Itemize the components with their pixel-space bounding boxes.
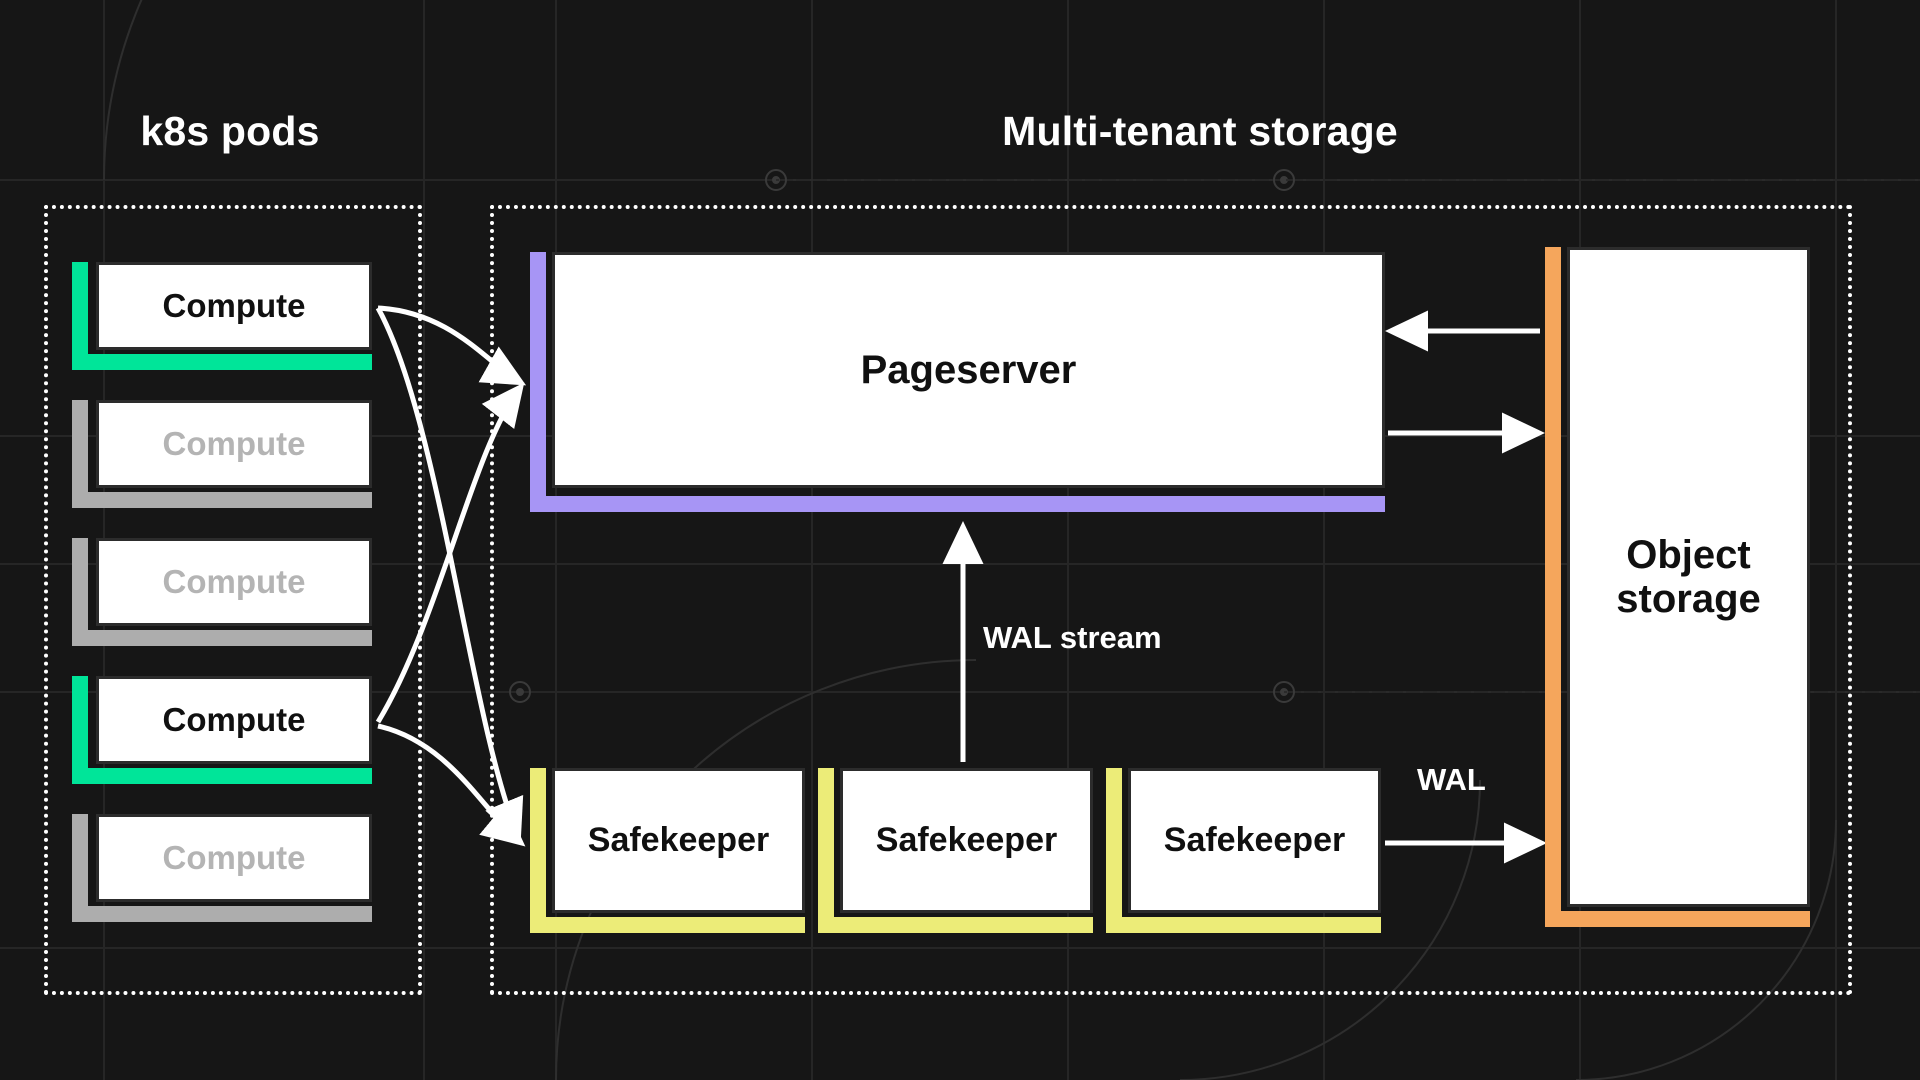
safekeeper-2-label: Safekeeper xyxy=(840,768,1093,913)
object-storage-label: Object storage xyxy=(1567,247,1810,907)
edge-label-wal: WAL xyxy=(1417,762,1486,797)
compute-node-1[interactable]: Compute xyxy=(72,262,372,370)
edge-label-wal-stream: WAL stream xyxy=(983,620,1162,655)
group-title-multi-tenant-storage: Multi-tenant storage xyxy=(1002,108,1398,154)
compute-node-3-accent xyxy=(72,538,372,646)
pageserver-node[interactable]: Pageserver xyxy=(530,252,1385,512)
compute-node-2[interactable]: Compute xyxy=(72,400,372,508)
compute-node-4-accent xyxy=(72,676,372,784)
safekeeper-3-label: Safekeeper xyxy=(1128,768,1381,913)
safekeeper-node-3[interactable]: Safekeeper xyxy=(1106,768,1381,933)
compute-node-1-accent xyxy=(72,262,372,370)
group-title-k8s-pods: k8s pods xyxy=(140,108,320,154)
compute-node-2-accent xyxy=(72,400,372,508)
object-storage-node[interactable]: Object storage xyxy=(1545,247,1810,927)
object-storage-label-line1: Object xyxy=(1626,533,1751,577)
compute-node-5-accent xyxy=(72,814,372,922)
safekeeper-node-1[interactable]: Safekeeper xyxy=(530,768,805,933)
compute-node-4-label: Compute xyxy=(96,676,372,764)
compute-node-3[interactable]: Compute xyxy=(72,538,372,646)
object-storage-label-line2: storage xyxy=(1616,577,1761,621)
pageserver-accent xyxy=(530,252,1385,512)
compute-node-5-label: Compute xyxy=(96,814,372,902)
compute-node-1-label: Compute xyxy=(96,262,372,350)
pageserver-label: Pageserver xyxy=(552,252,1385,488)
compute-node-2-label: Compute xyxy=(96,400,372,488)
compute-node-4[interactable]: Compute xyxy=(72,676,372,784)
safekeeper-node-2[interactable]: Safekeeper xyxy=(818,768,1093,933)
compute-node-5[interactable]: Compute xyxy=(72,814,372,922)
compute-node-3-label: Compute xyxy=(96,538,372,626)
safekeeper-1-label: Safekeeper xyxy=(552,768,805,913)
